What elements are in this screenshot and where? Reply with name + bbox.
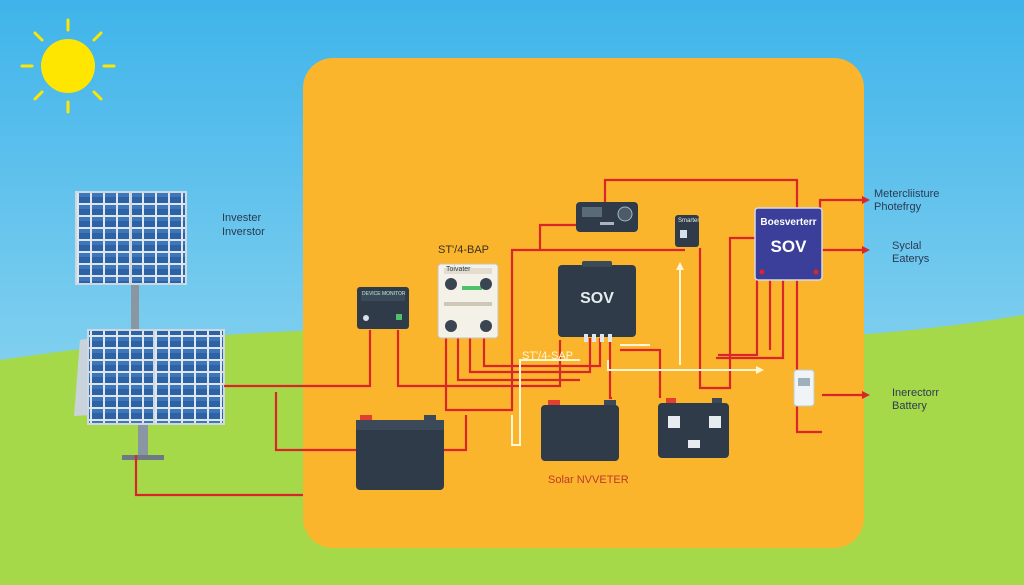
fuse-box (793, 369, 815, 407)
solar-panel-top (75, 191, 187, 335)
meter-text: DEVICE MONITOR (362, 291, 406, 297)
center-device-label: SOV (580, 290, 614, 307)
right-label-3-line1: Inerectorr (892, 387, 940, 399)
controller-tag: Toivater (446, 266, 471, 273)
right-label-1-line1: Metercliisture (874, 188, 940, 200)
right-label-2-line1: Syclal (892, 240, 922, 252)
arrow-heads (862, 196, 870, 399)
smart-switch (675, 215, 699, 247)
white-wiring (511, 268, 760, 446)
inverter-label-line2: Inverstor (222, 226, 265, 238)
red-wiring (134, 178, 862, 497)
white-arrow-up (676, 262, 684, 270)
right-device-title: Boesverterr (760, 217, 817, 228)
charge-meter (357, 287, 409, 329)
panel-label-top: ST'/4-BAP (438, 244, 490, 256)
battery-right (658, 398, 729, 458)
main-inverter (754, 207, 823, 281)
small-box-text: Smarter (678, 218, 700, 224)
charge-controller (437, 263, 499, 339)
right-label-3-line2: Battery (892, 400, 927, 412)
battery-left (356, 415, 444, 490)
bottom-label: Solar NVVETER (548, 474, 629, 486)
battery-middle (541, 400, 619, 461)
solar-panel-bottom (74, 329, 225, 460)
sun-icon (20, 18, 116, 114)
right-label-1-line2: Photefrgy (874, 201, 922, 213)
white-arrow-right (756, 366, 764, 374)
right-label-2-line2: Eaterys (892, 253, 930, 265)
panel-label-mid: ST'/4-SAP (522, 350, 574, 362)
right-device-text: SOV (770, 237, 807, 256)
central-inverter (558, 261, 636, 342)
monitor-display (576, 202, 638, 232)
inverter-label-line1: Invester (222, 212, 262, 224)
